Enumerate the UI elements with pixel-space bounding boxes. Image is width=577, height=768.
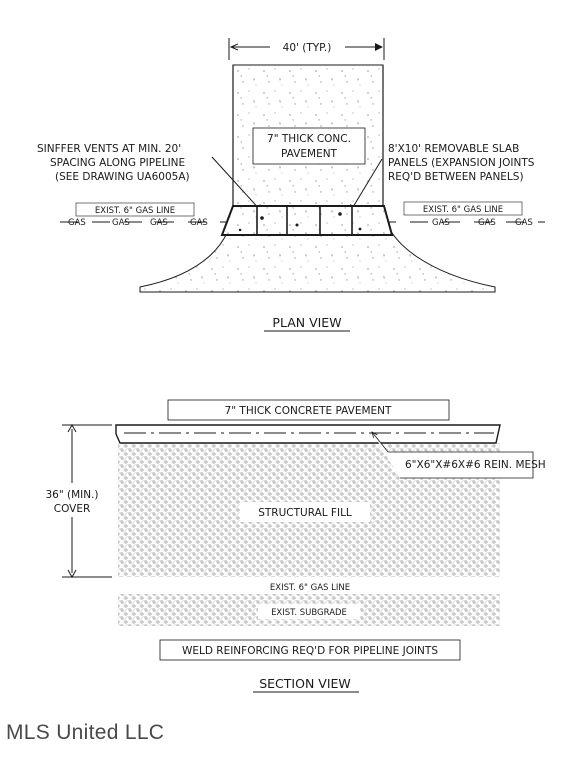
plan-view: 40' (TYP.) 7" THICK CONC. PAVEMENT SINFF… — [32, 38, 565, 332]
cover-label-line1: 36" (MIN.) — [45, 489, 98, 501]
gas-line-plan: GAS GAS GAS GAS GAS GAS GAS EXIST. 6" GA… — [60, 201, 545, 228]
gas-mark: GAS — [515, 218, 533, 228]
slab-panels — [220, 205, 394, 236]
pavement-label-line1: 7" THICK CONC. — [267, 133, 351, 145]
gas-mark: GAS — [112, 218, 130, 228]
gas-mark: GAS — [190, 218, 208, 228]
gas-mark: GAS — [432, 218, 450, 228]
section-gas-label: EXIST. 6" GAS LINE — [270, 583, 350, 593]
gas-line-label-left: EXIST. 6" GAS LINE — [95, 206, 175, 216]
sniffer-line3: (SEE DRAWING UA6005A) — [55, 171, 190, 183]
pavement-label: 7" THICK CONCRETE PAVEMENT — [225, 405, 392, 417]
gas-mark: GAS — [150, 218, 168, 228]
sniffer-line2: SPACING ALONG PIPELINE — [50, 157, 185, 169]
cover-label-line2: COVER — [54, 503, 91, 515]
section-view-title: SECTION VIEW — [259, 676, 351, 691]
cover-dimension: 36" (MIN.) COVER — [45, 423, 112, 579]
sniffer-line1: SINFFER VENTS AT MIN. 20' — [37, 143, 181, 155]
watermark: MLS United LLC — [6, 721, 165, 744]
panels-line3: REQ'D BETWEEN PANELS) — [388, 171, 524, 183]
slab-panels-callout: 8'X10' REMOVABLE SLAB PANELS (EXPANSION … — [349, 136, 565, 213]
mesh-label: 6"X6"X#6X#6 REIN. MESH — [405, 459, 546, 471]
gas-mark: GAS — [478, 218, 496, 228]
sniffer-vents-callout: SINFFER VENTS AT MIN. 20' SPACING ALONG … — [32, 136, 263, 213]
section-view: 7" THICK CONCRETE PAVEMENT 6"X6"X#6X#6 R… — [45, 399, 546, 693]
pavement-slab — [115, 424, 501, 444]
structural-fill-label: STRUCTURAL FILL — [258, 507, 352, 519]
weld-note: WELD REINFORCING REQ'D FOR PIPELINE JOIN… — [182, 645, 438, 657]
gas-line-label-right: EXIST. 6" GAS LINE — [423, 205, 503, 215]
plan-view-title: PLAN VIEW — [272, 315, 341, 330]
pavement-label-box — [252, 127, 366, 165]
gas-mark: GAS — [68, 218, 86, 228]
dimension-40ft: 40' (TYP.) — [228, 38, 385, 60]
dimension-label: 40' (TYP.) — [283, 42, 332, 54]
pavement-label-line2: PAVEMENT — [281, 148, 338, 160]
panels-line2: PANELS (EXPANSION JOINTS — [388, 157, 535, 169]
subgrade-label: EXIST. SUBGRADE — [271, 608, 347, 618]
panels-line1: 8'X10' REMOVABLE SLAB — [388, 143, 519, 155]
